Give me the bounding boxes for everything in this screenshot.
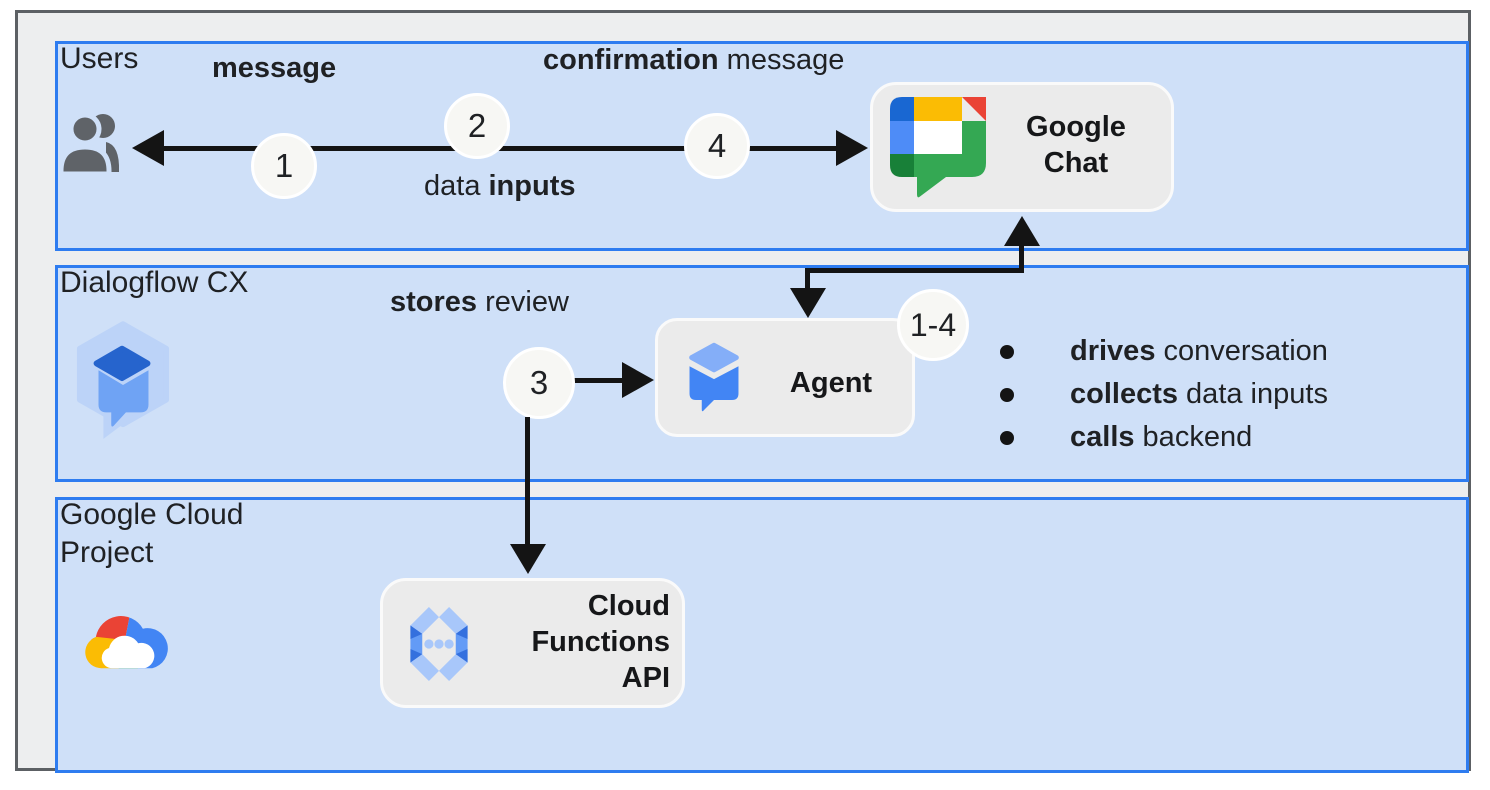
bullet-item-calls: calls backend <box>1000 416 1328 459</box>
arrow-3-down-line <box>525 417 530 547</box>
arrow-into-functions-head <box>510 544 546 574</box>
bullet-dot <box>1000 344 1014 359</box>
label-confirmation-message: confirmation message <box>543 44 845 76</box>
arrow-to-chat-head <box>836 130 868 166</box>
agent-label: Agent <box>789 367 873 399</box>
bullet-text-collects: collects data inputs <box>1070 378 1328 410</box>
lane-google-cloud-project <box>55 497 1469 773</box>
agent-bullet-list: drives conversation collects data inputs… <box>1000 330 1328 459</box>
bullet-dot <box>1000 430 1014 445</box>
step-circle-2: 2 <box>444 93 510 159</box>
lane-gcp-title: Google Cloud Project <box>60 498 244 570</box>
google-cloud-icon <box>85 616 168 669</box>
elbow-vertical-right <box>1019 244 1024 272</box>
arrow-into-agent-right-head <box>622 362 654 398</box>
label-message: message <box>212 52 337 84</box>
step-badge-1-4: 1-4 <box>897 289 969 361</box>
cloud-functions-icon <box>410 607 468 681</box>
agent-node <box>655 318 915 437</box>
label-data-inputs: data inputs <box>424 170 576 202</box>
lane-dialogflow-title: Dialogflow CX <box>60 266 249 299</box>
google-chat-label: Google Chat <box>1026 111 1126 179</box>
arrow-into-agent-head <box>790 288 826 318</box>
step-circle-3: 3 <box>503 347 575 419</box>
lane-users-title: Users <box>60 42 139 75</box>
bullet-item-drives: drives conversation <box>1000 330 1328 373</box>
step-circle-4: 4 <box>684 113 750 179</box>
bullet-text-calls: calls backend <box>1070 421 1253 453</box>
bullet-dot <box>1000 387 1014 402</box>
step-circle-1: 1 <box>251 133 317 199</box>
cloud-functions-label: Cloud Functions API <box>531 590 670 694</box>
arrow-3-agent-line <box>574 378 626 383</box>
bullet-item-collects: collects data inputs <box>1000 373 1328 416</box>
label-stores-review: stores review <box>390 286 569 318</box>
google-chat-icon <box>890 97 986 198</box>
elbow-vertical-left <box>805 268 810 292</box>
bullet-text-drives: drives conversation <box>1070 335 1328 367</box>
elbow-horizontal <box>806 268 1024 273</box>
dialogflow-cx-icon <box>76 321 170 439</box>
dialogflow-agent-icon <box>686 340 742 412</box>
arrow-into-chat-head <box>1004 216 1040 246</box>
users-icon <box>58 112 120 177</box>
